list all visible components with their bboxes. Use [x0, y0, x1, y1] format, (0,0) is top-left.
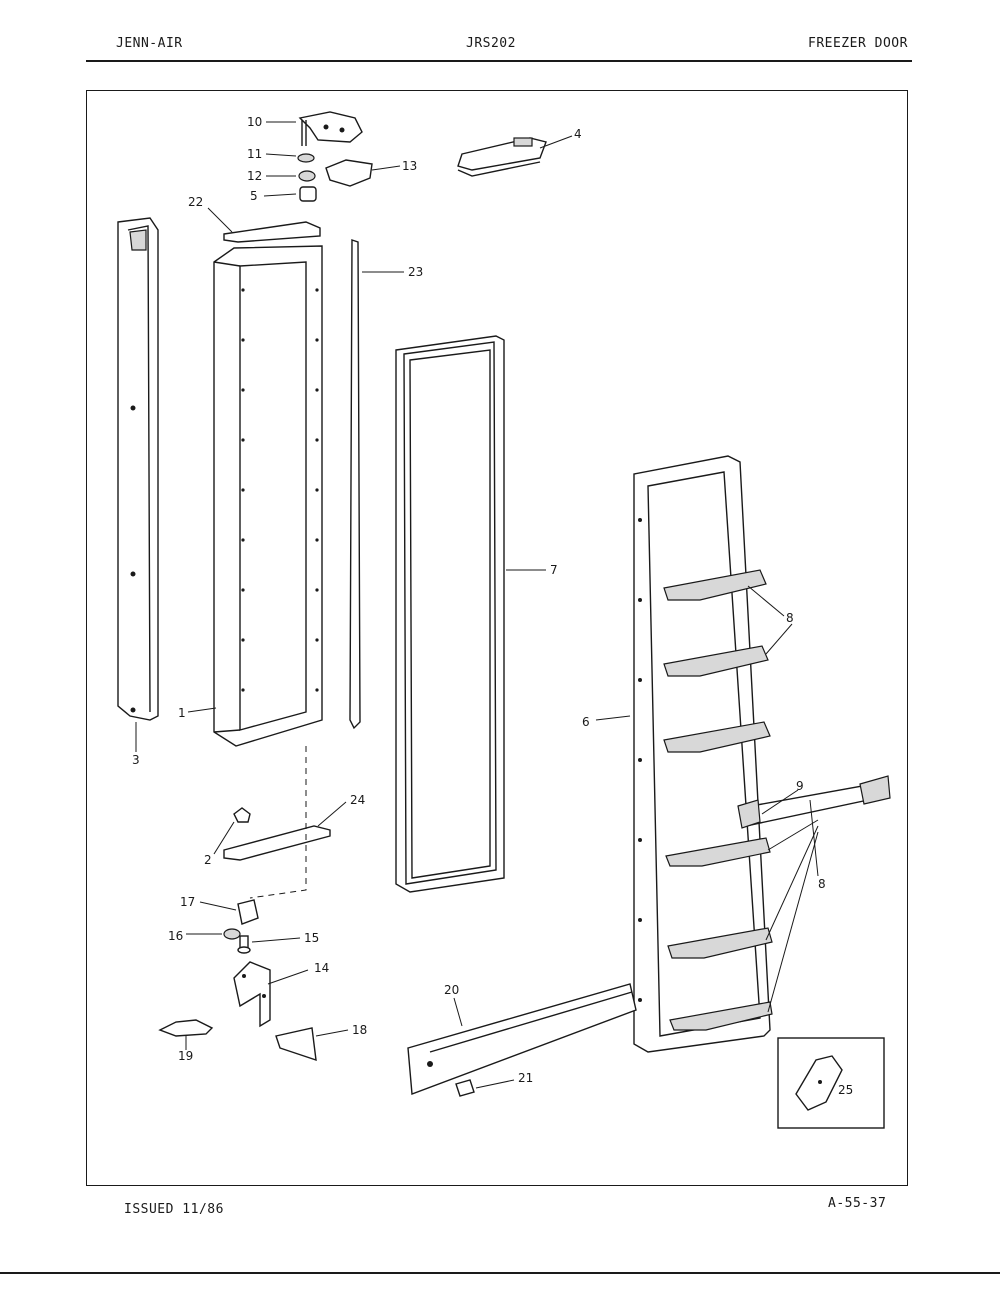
- part-23-breaker-strip: [349, 239, 361, 730]
- header-brand: JENN-AIR: [116, 36, 183, 51]
- callout-10: 10: [247, 115, 262, 129]
- liner-shelves: [663, 569, 773, 1031]
- callout-15: 15: [304, 931, 319, 945]
- callout-8-lower: 8: [818, 877, 826, 891]
- callout-7: 7: [550, 563, 558, 577]
- callout-25: 25: [838, 1083, 853, 1097]
- diagram-frame: [86, 90, 908, 1186]
- part-6-door-liner: [633, 455, 773, 1053]
- footer-page-code: A-55-37: [828, 1196, 887, 1211]
- callout-4: 4: [574, 127, 582, 141]
- part-16-washer: [223, 928, 241, 940]
- callout-24: 24: [350, 793, 365, 807]
- part-3-door-handle: [117, 217, 159, 721]
- part-2-screw: [233, 807, 251, 823]
- part-1-door-frame: [213, 245, 323, 747]
- callout-17: 17: [180, 895, 195, 909]
- callout-2: 2: [204, 853, 212, 867]
- frame-screw-holes: [241, 288, 319, 692]
- callout-12: 12: [247, 169, 262, 183]
- part-10-top-hinge: [298, 111, 363, 146]
- footer-issue-date: ISSUED 11/86: [124, 1202, 224, 1217]
- callout-1: 1: [178, 706, 186, 720]
- footer-rule: [0, 1272, 1000, 1274]
- part-7-door-gasket: [395, 335, 505, 893]
- callout-3: 3: [132, 753, 140, 767]
- alignment-line: [249, 746, 307, 899]
- callout-14: 14: [314, 961, 329, 975]
- callout-16: 16: [168, 929, 183, 943]
- part-25-inset: [777, 1037, 885, 1129]
- part-15-hinge-pin: [237, 935, 251, 954]
- part-18-shim: [275, 1027, 317, 1062]
- callout-22: 22: [188, 195, 203, 209]
- callout-8-upper: 8: [786, 611, 794, 625]
- part-24-bottom-end-cap: [223, 825, 331, 861]
- header-rule: [86, 60, 912, 62]
- callout-9: 9: [796, 779, 804, 793]
- callout-19: 19: [178, 1049, 193, 1063]
- callout-18: 18: [352, 1023, 367, 1037]
- callout-labels: 10 11 12 5 13 4 22 23 7 1 3 6 8 9 8 24 2…: [132, 115, 853, 1097]
- part-13-shim: [325, 159, 373, 187]
- callout-20: 20: [444, 983, 459, 997]
- part-20-bottom-rail: [407, 983, 637, 1095]
- callout-5: 5: [250, 189, 258, 203]
- callout-21: 21: [518, 1071, 533, 1085]
- callout-13: 13: [402, 159, 417, 173]
- part-17-bushing: [237, 899, 259, 925]
- part-19-hinge-plate: [158, 1019, 214, 1037]
- callout-23: 23: [408, 265, 423, 279]
- part-5-bushing: [299, 186, 317, 202]
- header-model-number: JRS202: [466, 36, 516, 51]
- callout-leaders: [135, 121, 819, 1089]
- callout-11: 11: [247, 147, 262, 161]
- part-21-clip: [455, 1079, 475, 1097]
- header-section-title: FREEZER DOOR: [808, 36, 908, 51]
- part-12-washer: [298, 170, 316, 182]
- part-14-bottom-hinge: [233, 961, 271, 1028]
- part-4-door-closer: [457, 137, 547, 177]
- part-22-end-cap: [223, 221, 321, 243]
- part-9-shelf-rail: [737, 775, 891, 829]
- part-11-washer: [297, 153, 315, 163]
- callout-6: 6: [582, 715, 590, 729]
